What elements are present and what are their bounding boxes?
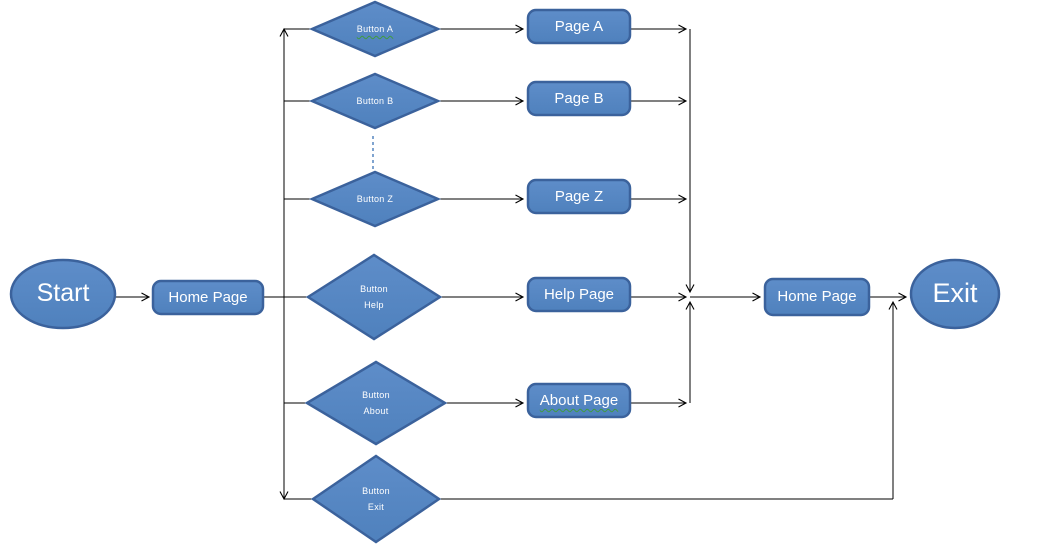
about-page-rect [526, 382, 632, 419]
page-z-rect [526, 178, 632, 215]
shapes [9, 0, 1001, 544]
button-exit-diamond [310, 454, 442, 544]
button-b-diamond [308, 72, 442, 130]
home-page-right-rect [763, 277, 871, 317]
button-a-diamond [308, 0, 442, 58]
button-about-diamond [304, 360, 448, 446]
home-page-left-rect [151, 279, 265, 316]
connectors [114, 24, 908, 501]
button-z-diamond [308, 170, 442, 228]
page-a-rect [526, 8, 632, 45]
start-ellipse [9, 258, 117, 330]
button-help-diamond [305, 253, 443, 341]
exit-ellipse [909, 258, 1001, 330]
page-b-rect [526, 80, 632, 117]
help-page-rect [526, 276, 632, 313]
